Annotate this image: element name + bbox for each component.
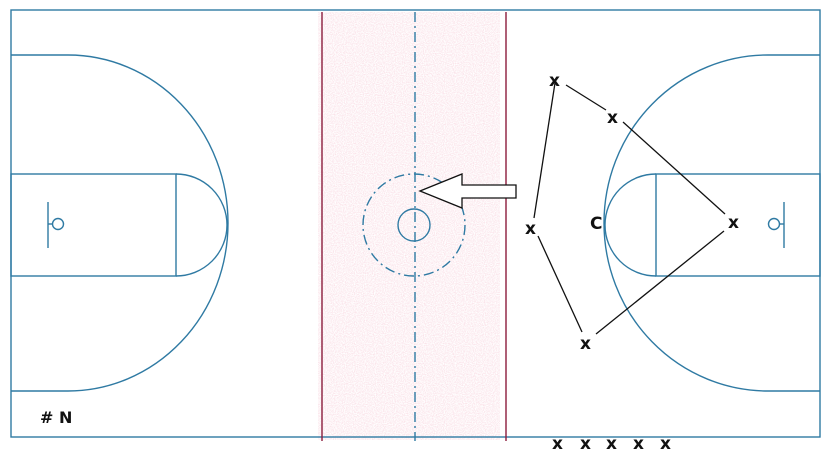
corner-label: # N [40, 408, 72, 427]
player-marker-5: x [580, 334, 591, 354]
right-rim [767, 217, 781, 231]
bench-player-5: x [660, 434, 671, 451]
play-line-5-4 [595, 230, 725, 335]
player-marker-1: x [549, 71, 560, 91]
bench-player-1: x [552, 434, 563, 451]
midcourt-shading [318, 12, 500, 440]
left-rim [51, 217, 65, 231]
center-player-marker: C [590, 214, 602, 234]
right-free-throw-circle [604, 173, 657, 277]
bench-player-4: x [633, 434, 644, 451]
left-three-point-arc [11, 54, 229, 392]
player-marker-3: x [525, 219, 536, 239]
play-line-1-3 [533, 82, 556, 219]
arrow-to-center-icon [418, 173, 517, 209]
play-line-3-5 [537, 235, 583, 333]
right-key [655, 173, 821, 277]
right-three-point-arc [603, 54, 820, 392]
left-free-throw-circle [175, 173, 228, 277]
player-marker-2: x [607, 108, 618, 128]
player-marker-4: x [728, 213, 739, 233]
play-line-2-4 [622, 121, 726, 215]
bench-player-2: x [580, 434, 591, 451]
left-half-court [10, 54, 229, 392]
bench-player-3: x [606, 434, 617, 451]
right-half-court [603, 54, 821, 392]
play-line-1-2 [565, 84, 607, 111]
play-lines [533, 82, 726, 335]
left-key [10, 173, 177, 277]
center-circle-outer [362, 173, 466, 277]
center-circle-inner [397, 208, 431, 242]
